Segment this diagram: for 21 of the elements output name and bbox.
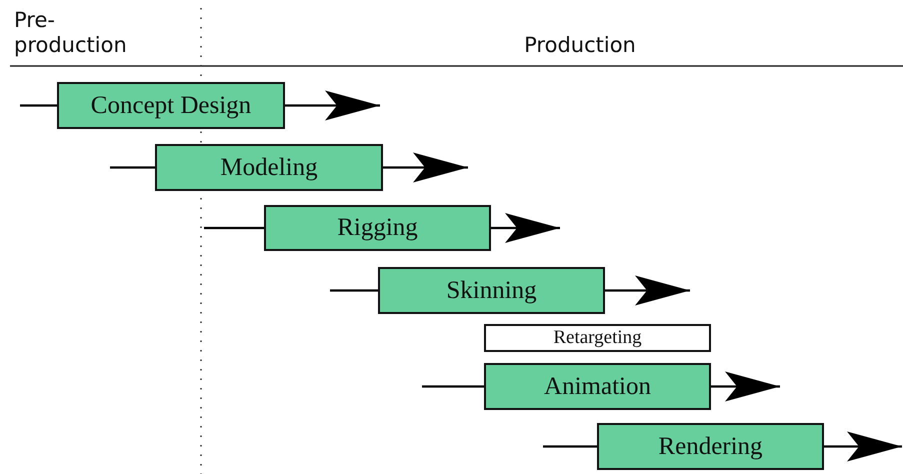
line xyxy=(422,385,484,388)
task-bar: Rigging xyxy=(264,205,491,251)
task-bar: Retargeting xyxy=(484,324,711,352)
arrow xyxy=(383,152,468,182)
line xyxy=(330,289,378,292)
line xyxy=(543,445,597,448)
line xyxy=(204,226,264,230)
arrow xyxy=(491,213,560,243)
task-bar: Rendering xyxy=(597,423,824,470)
task-bar: Skinning xyxy=(378,267,605,314)
arrow xyxy=(824,432,902,462)
phase-heading: Production xyxy=(523,33,637,58)
task-bar: Animation xyxy=(484,363,711,410)
phase-heading: Pre- production xyxy=(14,8,128,58)
arrow xyxy=(711,372,780,402)
task-bar: Modeling xyxy=(155,144,383,191)
line xyxy=(20,104,57,107)
arrow xyxy=(285,90,380,120)
line xyxy=(110,166,155,169)
task-bar: Concept Design xyxy=(57,82,285,129)
arrow xyxy=(605,276,690,306)
